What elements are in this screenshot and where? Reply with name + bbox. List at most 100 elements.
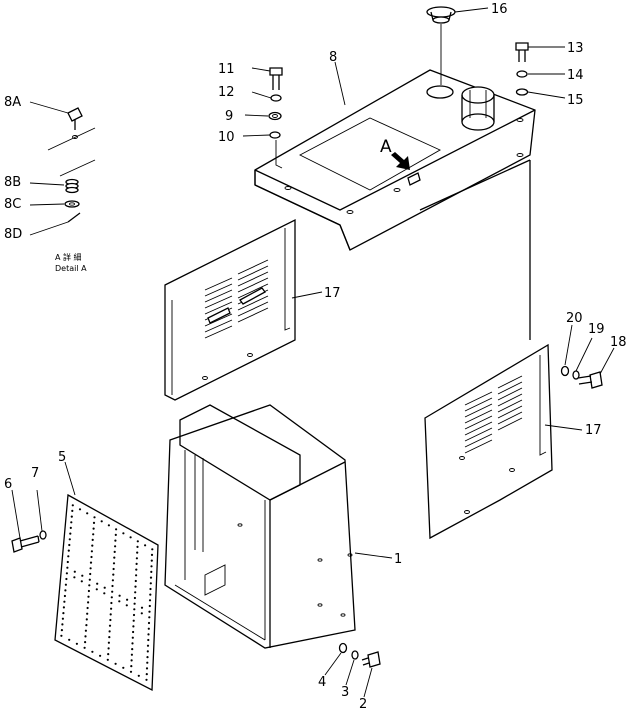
perforation-hole xyxy=(134,585,137,588)
perforation-hole xyxy=(132,630,135,634)
perforation-hole xyxy=(133,596,136,600)
perforation-hole xyxy=(110,596,113,599)
callout-12: 12 xyxy=(218,85,235,100)
callout-8B: 8B xyxy=(4,175,21,190)
perforation-hole xyxy=(113,550,116,554)
washer-part-15 xyxy=(515,88,529,96)
callout-labels: 1 2 3 4 5 6 7 8 8A 8B 8C 8D 9 10 11 12 1… xyxy=(4,2,627,712)
perforation-hole xyxy=(131,642,134,645)
perforation-hole xyxy=(73,570,76,573)
perforation-hole xyxy=(90,550,93,553)
perforation-hole xyxy=(114,533,117,537)
perforation-hole xyxy=(61,623,64,626)
perforation-hole xyxy=(71,509,74,512)
callout-2: 2 xyxy=(359,697,367,712)
perforation-hole xyxy=(86,612,89,615)
perforation-hole xyxy=(146,656,149,659)
perforation-hole xyxy=(69,526,72,530)
perforation-hole xyxy=(63,594,66,598)
washer-part-3 xyxy=(351,650,359,660)
perforation-hole xyxy=(113,556,116,559)
callout-18: 18 xyxy=(610,335,627,350)
perforation-hole xyxy=(91,544,94,547)
callout-20: 20 xyxy=(566,311,583,326)
perforation-hole xyxy=(150,565,153,568)
callout-15: 15 xyxy=(567,93,584,108)
callout-14: 14 xyxy=(567,68,584,83)
perforation-hole xyxy=(133,602,136,605)
perforation-hole xyxy=(149,582,152,585)
pin-part-8D xyxy=(67,212,81,223)
perforation-hole xyxy=(135,568,138,571)
perforation-hole xyxy=(65,577,68,581)
perforation-hole xyxy=(132,619,135,622)
perforation-hole xyxy=(134,591,137,594)
perforation-hole xyxy=(107,524,110,527)
perforation-hole xyxy=(107,641,110,644)
callout-8D: 8D xyxy=(4,227,22,242)
detail-caption-japanese: A 詳 細 xyxy=(55,252,82,262)
perforation-hole xyxy=(83,646,86,649)
detail-a-arrow xyxy=(391,152,410,170)
perforation-hole xyxy=(91,538,94,542)
perforation-hole xyxy=(112,562,116,565)
perforation-hole xyxy=(135,562,138,566)
perforation-hole xyxy=(92,533,95,536)
perforation-hole xyxy=(151,548,154,551)
perforation-hole xyxy=(146,661,149,664)
perforation-hole xyxy=(75,642,78,645)
perforation-hole xyxy=(136,545,139,549)
callout-19: 19 xyxy=(588,322,605,337)
perforation-hole xyxy=(90,555,93,559)
perforation-hole xyxy=(118,594,121,597)
perforation-hole xyxy=(148,610,151,613)
washer-part-7 xyxy=(39,530,47,540)
perforation-hole xyxy=(148,599,152,602)
perforation-hole xyxy=(149,576,153,579)
perforation-hole xyxy=(100,520,103,523)
perforation-hole xyxy=(145,667,149,670)
perforation-hole xyxy=(147,621,151,625)
perforation-hole xyxy=(106,658,109,661)
perforation-hole xyxy=(68,538,71,541)
perforation-hole xyxy=(66,560,69,564)
perforation-hole xyxy=(86,512,89,515)
perforation-hole xyxy=(80,580,83,583)
callout-8C: 8C xyxy=(4,197,21,212)
perforation-hole xyxy=(87,601,90,604)
perforation-hole xyxy=(60,629,64,632)
perforation-hole xyxy=(125,604,128,607)
bolt-part-18 xyxy=(577,371,603,389)
perforation-hole xyxy=(150,559,153,562)
perforation-hole xyxy=(60,634,63,637)
callout-4: 4 xyxy=(318,675,326,690)
perforation-hole xyxy=(131,648,134,651)
perforation-hole xyxy=(140,606,144,609)
perforation-hole xyxy=(135,557,138,560)
perforation-hole xyxy=(70,521,73,524)
perforation-hole xyxy=(84,641,87,644)
perforation-hole xyxy=(108,630,111,633)
perforation-hole xyxy=(133,608,136,611)
perforation-hole xyxy=(103,592,106,595)
perforation-hole xyxy=(65,572,68,575)
latch-part-8A xyxy=(47,107,96,151)
callout-7: 7 xyxy=(31,466,39,481)
perforation-hole xyxy=(99,654,102,657)
perforation-hole xyxy=(93,516,96,519)
washer-part-12 xyxy=(270,94,282,102)
callout-11: 11 xyxy=(218,62,235,77)
washer-part-19 xyxy=(572,370,580,380)
perforation-hole xyxy=(68,638,71,641)
perforation-hole xyxy=(145,678,148,681)
callout-16: 16 xyxy=(491,2,508,17)
perforation-hole xyxy=(136,551,139,554)
perforation-hole xyxy=(87,595,90,598)
perforation-hole xyxy=(92,521,96,525)
perforation-hole xyxy=(69,532,72,535)
perforation-hole xyxy=(66,566,69,569)
detail-a-marker: A xyxy=(380,137,392,157)
perforation-hole xyxy=(63,600,66,603)
perforation-hole xyxy=(140,612,143,615)
perforation-hole xyxy=(148,616,151,619)
